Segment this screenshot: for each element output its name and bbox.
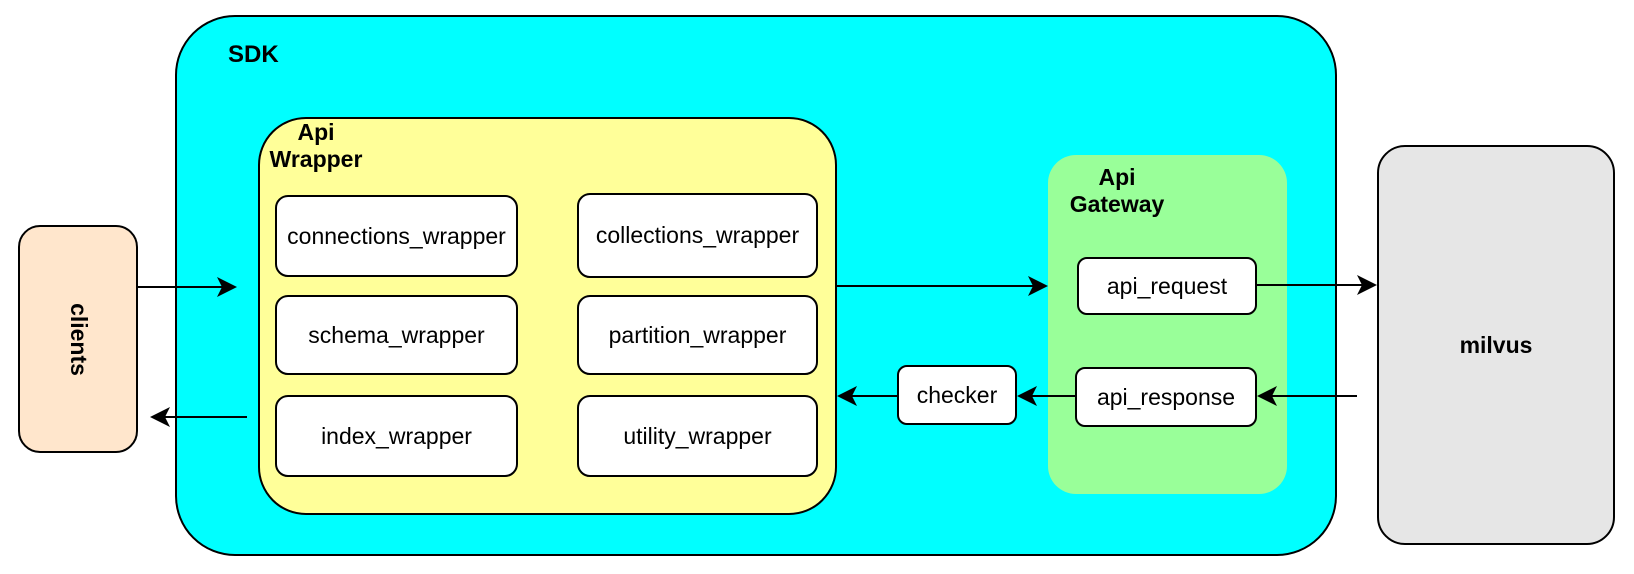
connections-wrapper-label: connections_wrapper — [287, 222, 506, 249]
collections-wrapper-label: collections_wrapper — [595, 222, 800, 248]
clients-node: clients — [18, 225, 138, 453]
utility-wrapper-node: utility_wrapper — [577, 395, 818, 477]
clients-label: clients — [65, 302, 92, 376]
api-gateway-label: Api Gateway — [1069, 164, 1165, 217]
schema-wrapper-node: schema_wrapper — [275, 295, 518, 375]
milvus-node: milvus — [1377, 145, 1615, 545]
utility-wrapper-label: utility_wrapper — [623, 422, 772, 449]
checker-label: checker — [916, 381, 998, 408]
api-request-label: api_request — [1106, 272, 1228, 299]
sdk-label: SDK — [228, 41, 279, 68]
index-wrapper-node: index_wrapper — [275, 395, 518, 477]
index-wrapper-label: index_wrapper — [321, 422, 472, 449]
api-request-node: api_request — [1077, 257, 1257, 315]
connections-wrapper-node: connections_wrapper — [275, 195, 518, 277]
checker-node: checker — [897, 365, 1017, 425]
partition-wrapper-label: partition_wrapper — [608, 321, 787, 348]
api-response-label: api_response — [1096, 383, 1236, 410]
partition-wrapper-node: partition_wrapper — [577, 295, 818, 375]
api-wrapper-label: Api Wrapper — [269, 119, 363, 172]
schema-wrapper-label: schema_wrapper — [308, 321, 485, 348]
milvus-label: milvus — [1459, 331, 1533, 358]
collections-wrapper-node: collections_wrapper — [577, 193, 818, 278]
api-gateway-container — [1048, 155, 1287, 494]
api-response-node: api_response — [1075, 367, 1257, 427]
